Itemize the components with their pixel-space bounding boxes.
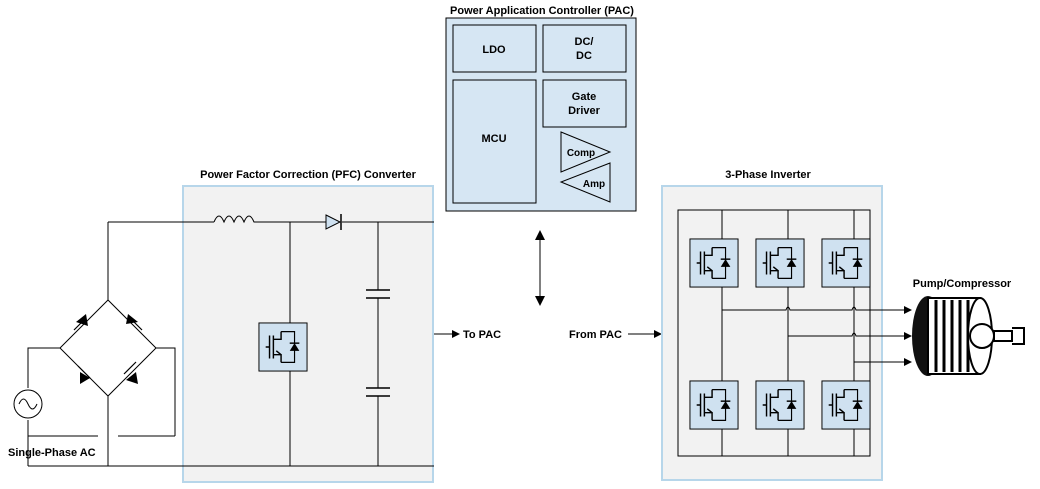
inverter-switch-high-a [689,238,739,288]
inverter-switch-low-c [821,380,871,430]
comp-label: Comp [567,148,595,159]
pac-title: Power Application Controller (PAC) [450,5,634,17]
amplifier-triangle [559,162,611,203]
gate-driver-label-1: Gate [572,91,596,103]
ac-source: Single-Phase AC [8,389,96,459]
pfc-block: Power Factor Correction (PFC) Converter [108,169,434,483]
bridge-rectifier [27,222,176,467]
inverter-switch-high-c [821,238,871,288]
sine-icon [18,398,38,410]
pac-block: Power Application Controller (PAC) LDO D… [445,5,637,212]
pfc-frame [182,185,434,483]
amp-label: Amp [583,179,605,190]
mcu-label: MCU [481,133,506,145]
pac-bus-arrow [535,230,545,306]
gate-driver-label-2: Driver [568,105,601,117]
from-pac-signal: From PAC [569,329,662,341]
comparator-triangle [560,131,612,173]
load-label: Pump/Compressor [913,278,1012,290]
output-capacitor [366,289,390,397]
from-pac-label: From PAC [569,329,622,341]
to-pac-signal: To PAC [434,329,501,341]
ldo-box [452,24,537,73]
ldo-label: LDO [482,44,506,56]
inverter-switch-low-b [755,380,805,430]
pfc-title: Power Factor Correction (PFC) Converter [200,169,416,181]
mcu-box [452,79,537,204]
to-pac-label: To PAC [463,329,501,341]
inverter-block: 3-Phase Inverter [661,169,912,481]
inverter-title: 3-Phase Inverter [725,169,811,181]
motor-icon: Pump/Compressor [912,278,1025,376]
pfc-diode [325,214,342,230]
pfc-switch [258,322,308,372]
inverter-frame [661,185,883,481]
dcdc-label-2: DC [576,50,592,62]
gate-driver-box [542,79,627,128]
inverter-switch-high-b [755,238,805,288]
dcdc-box [542,24,627,73]
source-label: Single-Phase AC [8,447,96,459]
inverter-switch-low-a [689,380,739,430]
dcdc-label-1: DC/ [575,36,594,48]
inductor [213,215,256,224]
